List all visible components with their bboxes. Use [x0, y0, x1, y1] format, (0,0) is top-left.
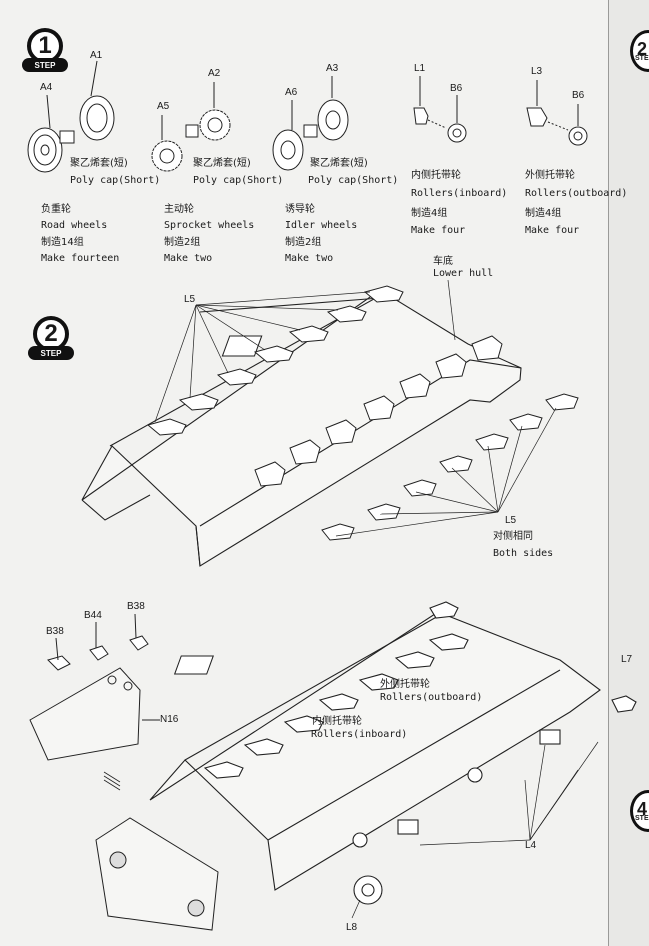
lower-hull-label-cn: 车底: [433, 256, 453, 267]
part-l4-label: L4: [525, 840, 537, 851]
part-a2-label: A2: [208, 68, 221, 79]
road-wheels-qty-cn: 制造14组: [41, 237, 84, 248]
part-l1-label: L1: [414, 63, 426, 74]
inboard-roller-qty-en: Make four: [411, 225, 466, 236]
both-sides-cn: 对侧相同: [493, 531, 533, 542]
part-b44-label: B44: [84, 610, 102, 621]
next-page-step-tag-top: STE: [635, 55, 649, 62]
lower-hull-step2-drawing: [81, 289, 522, 567]
next-page-step-number-top: 2: [637, 39, 648, 59]
road-wheels-name-en: Road wheels: [41, 220, 108, 231]
step3-outboard-en: Rollers(outboard): [380, 692, 483, 703]
outboard-roller-qty-en: Make four: [525, 225, 580, 236]
part-l3-label: L3: [531, 66, 543, 77]
road-wheel-drawing: [27, 60, 115, 173]
step-2-tag: STEP: [28, 346, 74, 360]
step-1-badge: 1 STEP: [22, 28, 68, 74]
inboard-roller-drawing: [413, 76, 467, 143]
part-a6-label: A6: [285, 87, 298, 98]
part-l8-label: L8: [346, 922, 358, 933]
sprocket-poly-cap-cn: 聚乙烯套(短): [193, 158, 251, 169]
both-sides-en: Both sides: [493, 548, 554, 559]
front-plate-drawing: [95, 771, 219, 931]
idler-wheels-qty-cn: 制造2组: [285, 237, 322, 248]
lower-hull-label-en: Lower hull: [433, 268, 494, 279]
sprocket-wheels-name-en: Sprocket wheels: [164, 220, 255, 231]
next-page-edge: [608, 0, 649, 946]
part-a4-label: A4: [40, 82, 53, 93]
part-l7-label: L7: [621, 654, 633, 665]
rear-plate-drawing: [29, 613, 160, 761]
idler-poly-cap-cn: 聚乙烯套(短): [310, 158, 368, 169]
idler-wheels-name-en: Idler wheels: [285, 220, 358, 231]
l4-leader-lines: [351, 741, 599, 919]
part-a3-label: A3: [326, 63, 339, 74]
next-page-step-number-bottom: 4: [637, 799, 648, 819]
road-poly-cap-en: Poly cap(Short): [70, 175, 161, 186]
step3-outboard-cn: 外侧托带轮: [380, 679, 430, 690]
sprocket-wheels-qty-cn: 制造2组: [164, 237, 201, 248]
road-wheels-qty-en: Make fourteen: [41, 253, 120, 264]
road-wheels-name-cn: 负重轮: [41, 204, 71, 215]
part-b6-inboard-label: B6: [450, 83, 463, 94]
idler-wheels-qty-en: Make two: [285, 253, 334, 264]
part-l5-bottom-label: L5: [505, 515, 517, 526]
inboard-roller-qty-cn: 制造4组: [411, 208, 448, 219]
part-b38-right-label: B38: [127, 601, 145, 612]
sprocket-wheels-name-cn: 主动轮: [164, 204, 194, 215]
idler-poly-cap-en: Poly cap(Short): [308, 175, 399, 186]
lower-hull-step3-drawing: [149, 601, 637, 905]
step-1-tag: STEP: [22, 58, 68, 72]
sprocket-wheel-drawing: [151, 82, 231, 172]
step3-inboard-en: Rollers(inboard): [311, 729, 408, 740]
next-page-step-tag-bottom: STE: [635, 815, 649, 822]
road-poly-cap-cn: 聚乙烯套(短): [70, 158, 128, 169]
inboard-roller-name-en: Rollers(inboard): [411, 188, 508, 199]
outboard-roller-name-cn: 外侧托带轮: [525, 170, 575, 181]
part-b38-left-label: B38: [46, 626, 64, 637]
sprocket-wheels-qty-en: Make two: [164, 253, 213, 264]
idler-wheels-name-cn: 诱导轮: [285, 204, 315, 215]
l5-leader-lines: [154, 279, 557, 537]
idler-wheel-drawing: [272, 76, 349, 171]
outboard-roller-qty-cn: 制造4组: [525, 208, 562, 219]
part-l5-top-label: L5: [184, 294, 196, 305]
step-2-badge: 2 STEP: [28, 316, 74, 362]
part-b6-outboard-label: B6: [572, 90, 585, 101]
outboard-roller-drawing: [526, 80, 588, 146]
sprocket-poly-cap-en: Poly cap(Short): [193, 175, 284, 186]
part-a5-label: A5: [157, 101, 170, 112]
inboard-roller-name-cn: 内侧托带轮: [411, 170, 461, 181]
part-n16-label: N16: [160, 714, 179, 725]
outboard-roller-name-en: Rollers(outboard): [525, 188, 628, 199]
step3-inboard-cn: 内侧托带轮: [312, 716, 362, 727]
part-a1-label: A1: [90, 50, 103, 61]
